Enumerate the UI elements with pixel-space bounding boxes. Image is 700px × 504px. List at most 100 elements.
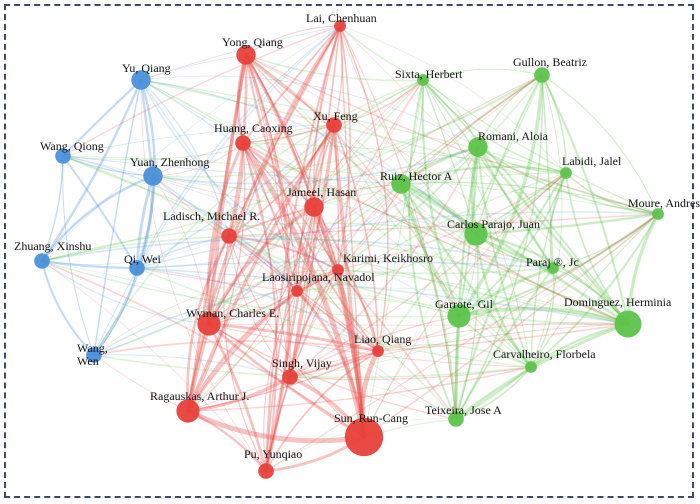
node-lai[interactable]: [334, 20, 346, 32]
edge-pu-yuq: [140, 79, 267, 472]
node-romani[interactable]: [468, 137, 488, 157]
edge-yuq-wangq: [61, 78, 143, 158]
node-label-qi: Qi, Wei: [124, 252, 161, 266]
node-label-ladisch: Ladisch, Michael R.: [163, 209, 260, 223]
node-yuq[interactable]: [131, 70, 151, 90]
node-karimi[interactable]: [332, 264, 344, 276]
edge-qi-moure: [136, 211, 659, 269]
edge-yuq-labidi: [140, 79, 567, 174]
edge-jameel-yuq: [140, 79, 315, 208]
edge-moure-garrote: [457, 212, 660, 318]
edge-laosiri-qi: [136, 267, 298, 292]
edge-sixta-teixeira: [408, 79, 457, 420]
edge-ladisch-dominguez: [228, 235, 629, 326]
edge-lai-sun: [339, 25, 365, 438]
edge-yong-laosiri: [245, 54, 298, 292]
node-laosiri[interactable]: [291, 285, 303, 297]
edge-sixta-parajr: [422, 79, 554, 269]
node-moure[interactable]: [652, 208, 664, 220]
node-sixta[interactable]: [417, 74, 429, 86]
edge-wyman-pu: [207, 322, 268, 473]
edge-singh-labidi: [289, 172, 567, 378]
node-label-wangq: Wang, Qiong: [40, 139, 104, 153]
edge-wyman-garrote: [208, 297, 460, 325]
edge-sun-zhuang: [41, 260, 365, 438]
edge-labidi-ruiz: [399, 165, 568, 186]
node-liao[interactable]: [372, 345, 384, 357]
node-wangw[interactable]: [86, 347, 102, 363]
node-zhuang[interactable]: [34, 253, 50, 269]
edge-ragauskas-labidi: [187, 172, 567, 412]
node-wangq[interactable]: [55, 148, 71, 164]
edge-romani-teixeira: [454, 145, 480, 421]
edge-karimi-ruiz: [337, 183, 402, 271]
edge-zhuang-qi: [40, 259, 139, 270]
edge-huang-dominguez: [242, 142, 629, 325]
node-garrote[interactable]: [447, 304, 471, 328]
edge-lai-dominguez: [339, 25, 629, 325]
edge-lai-zhuang: [41, 25, 341, 262]
edge-wyman-dominguez: [208, 323, 629, 326]
node-ragauskas[interactable]: [176, 399, 200, 423]
edge-singh-carvalheiro: [289, 366, 532, 381]
edge-karimi-teixeira: [337, 269, 457, 420]
edge-qi-parajr: [136, 260, 554, 269]
node-dominguez[interactable]: [614, 310, 642, 338]
node-singh[interactable]: [282, 369, 298, 385]
edge-huang-ragauskas: [187, 142, 246, 412]
node-ladisch[interactable]: [221, 228, 237, 244]
node-teixeira[interactable]: [448, 411, 464, 427]
node-pu[interactable]: [258, 463, 274, 479]
edge-lai-karimi: [337, 25, 351, 271]
node-wyman[interactable]: [197, 312, 221, 336]
node-gullon[interactable]: [534, 67, 550, 83]
edge-jameel-wyman: [207, 205, 316, 326]
edge-laosiri-liao: [296, 290, 379, 352]
node-huang[interactable]: [235, 135, 251, 151]
edge-ladisch-singh: [228, 235, 291, 378]
node-sun[interactable]: [344, 417, 384, 457]
node-carvalheiro[interactable]: [525, 361, 537, 373]
edge-liao-wangw: [93, 340, 379, 356]
edge-laosiri-romani: [296, 146, 479, 292]
edge-huang-ladisch: [227, 141, 245, 238]
edge-romani-dominguez: [476, 145, 630, 326]
node-jameel[interactable]: [304, 197, 324, 217]
edge-ladisch-sixta: [228, 79, 424, 237]
edge-liao-gullon: [377, 74, 543, 352]
node-yong[interactable]: [236, 45, 256, 65]
edge-labidi-parajr: [549, 172, 567, 269]
edge-ruiz-garrote: [399, 182, 461, 318]
node-yuan[interactable]: [143, 166, 163, 186]
node-parajo[interactable]: [464, 222, 488, 246]
node-label-sixta: Sixta, Herbert: [395, 67, 463, 81]
edge-laosiri-sun: [295, 289, 366, 439]
node-labidi[interactable]: [560, 167, 572, 179]
edge-xu-sixta: [333, 79, 424, 126]
edge-qi-ruiz: [136, 183, 402, 269]
edge-laosiri-teixeira: [296, 290, 457, 420]
edge-wangw-sixta: [93, 79, 424, 356]
edge-romani-parajr: [477, 146, 554, 269]
edge-pu-zhuang: [41, 260, 267, 472]
node-label-romani: Romani, Aloia: [478, 129, 549, 143]
edge-zhuang-parajr: [41, 238, 554, 269]
edge-singh-romani: [289, 146, 479, 378]
edge-zhuang-gullon: [41, 74, 543, 262]
edge-liao-pu: [265, 350, 379, 472]
edge-laosiri-yuq: [140, 79, 298, 292]
edge-wyman-carvalheiro: [208, 323, 532, 368]
node-qi[interactable]: [129, 260, 145, 276]
edge-yong-sun: [244, 53, 366, 439]
edge-huang-wyman: [206, 141, 245, 326]
edge-karimi-pu: [265, 269, 339, 472]
edge-labidi-garrote: [458, 172, 567, 317]
node-ruiz[interactable]: [391, 174, 411, 194]
node-parajr[interactable]: [547, 262, 559, 274]
edge-yong-moure: [245, 54, 659, 215]
node-xu[interactable]: [326, 117, 342, 133]
edge-gullon-dominguez: [540, 73, 630, 326]
edge-xu-sun: [332, 123, 366, 439]
edge-gullon-ruiz: [400, 74, 543, 185]
